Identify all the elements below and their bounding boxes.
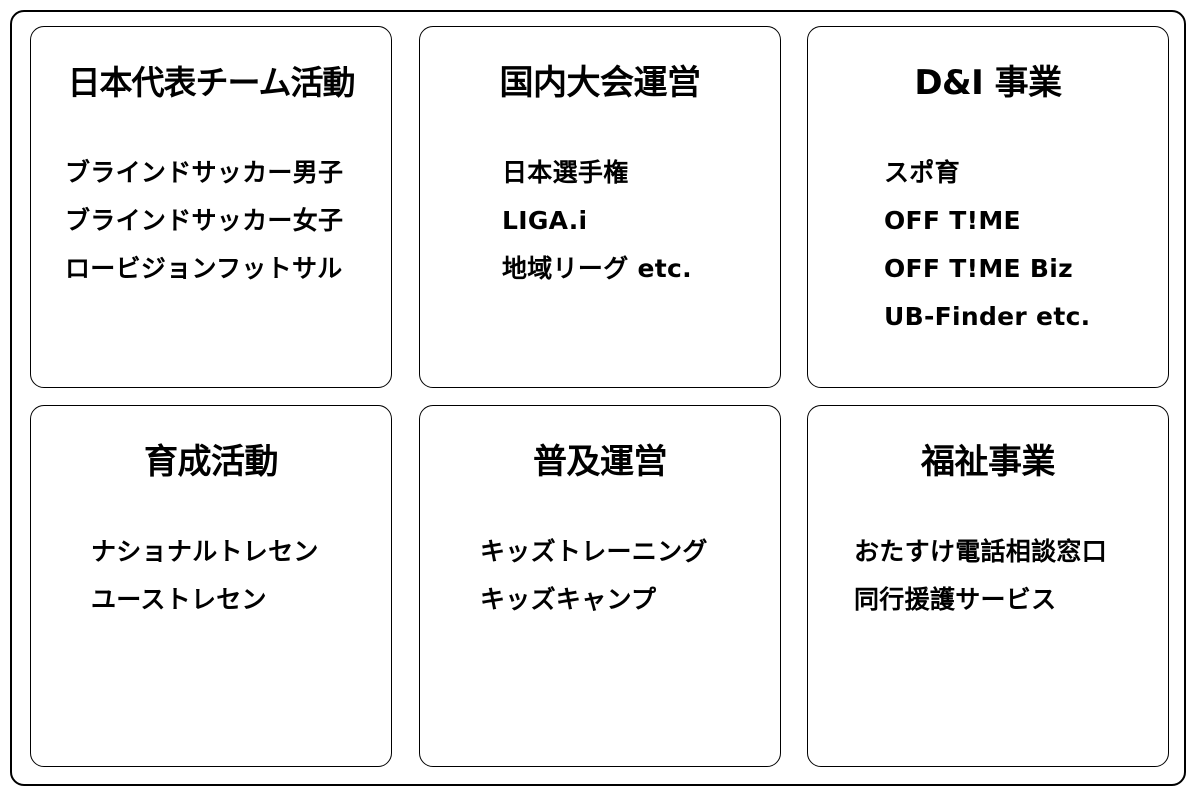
card-title: 日本代表チーム活動 [67, 63, 355, 102]
list-item: ナショナルトレセン [91, 537, 319, 566]
card-welfare: 福祉事業 おたすけ電話相談窓口 同行援護サービス [807, 405, 1169, 767]
list-item: LIGA.i [502, 206, 588, 235]
card-item-list: ブラインドサッカー男子 ブラインドサッカー女子 ロービジョンフットサル [65, 149, 343, 293]
list-item: 地域リーグ etc. [502, 254, 692, 283]
card-diversity-inclusion: D&I 事業 スポ育 OFF T!ME OFF T!ME Biz UB-Find… [807, 26, 1169, 388]
list-item: ブラインドサッカー女子 [65, 206, 344, 235]
card-development: 育成活動 ナショナルトレセン ユーストレセン [30, 405, 392, 767]
card-title: D&I 事業 [914, 63, 1062, 103]
card-item-list: 日本選手権 LIGA.i 地域リーグ etc. [502, 149, 692, 293]
card-title: 国内大会運営 [499, 63, 702, 103]
list-item: ブラインドサッカー男子 [65, 158, 344, 187]
card-item-list: スポ育 OFF T!ME OFF T!ME Biz UB-Finder etc. [884, 149, 1090, 341]
card-national-team: 日本代表チーム活動 ブラインドサッカー男子 ブラインドサッカー女子 ロービジョン… [30, 26, 392, 388]
list-item: 同行援護サービス [854, 585, 1057, 614]
card-title: 普及運営 [533, 442, 668, 482]
list-item: ユーストレセン [91, 585, 267, 614]
card-title: 福祉事業 [921, 442, 1056, 482]
list-item: OFF T!ME Biz [884, 254, 1074, 283]
list-item: キッズキャンプ [480, 585, 657, 614]
card-title: 育成活動 [144, 442, 279, 482]
list-item: スポ育 [884, 158, 960, 187]
list-item: 日本選手権 [502, 158, 629, 187]
card-domestic-tournaments: 国内大会運営 日本選手権 LIGA.i 地域リーグ etc. [419, 26, 781, 388]
card-item-list: ナショナルトレセン ユーストレセン [91, 528, 319, 624]
list-item: おたすけ電話相談窓口 [854, 537, 1108, 566]
list-item: ロービジョンフットサル [65, 254, 343, 283]
card-promotion: 普及運営 キッズトレーニング キッズキャンプ [419, 405, 781, 767]
card-item-list: キッズトレーニング キッズキャンプ [480, 528, 708, 624]
list-item: OFF T!ME [884, 206, 1021, 235]
card-item-list: おたすけ電話相談窓口 同行援護サービス [854, 528, 1107, 624]
list-item: キッズトレーニング [480, 537, 708, 566]
list-item: UB-Finder etc. [884, 302, 1091, 331]
